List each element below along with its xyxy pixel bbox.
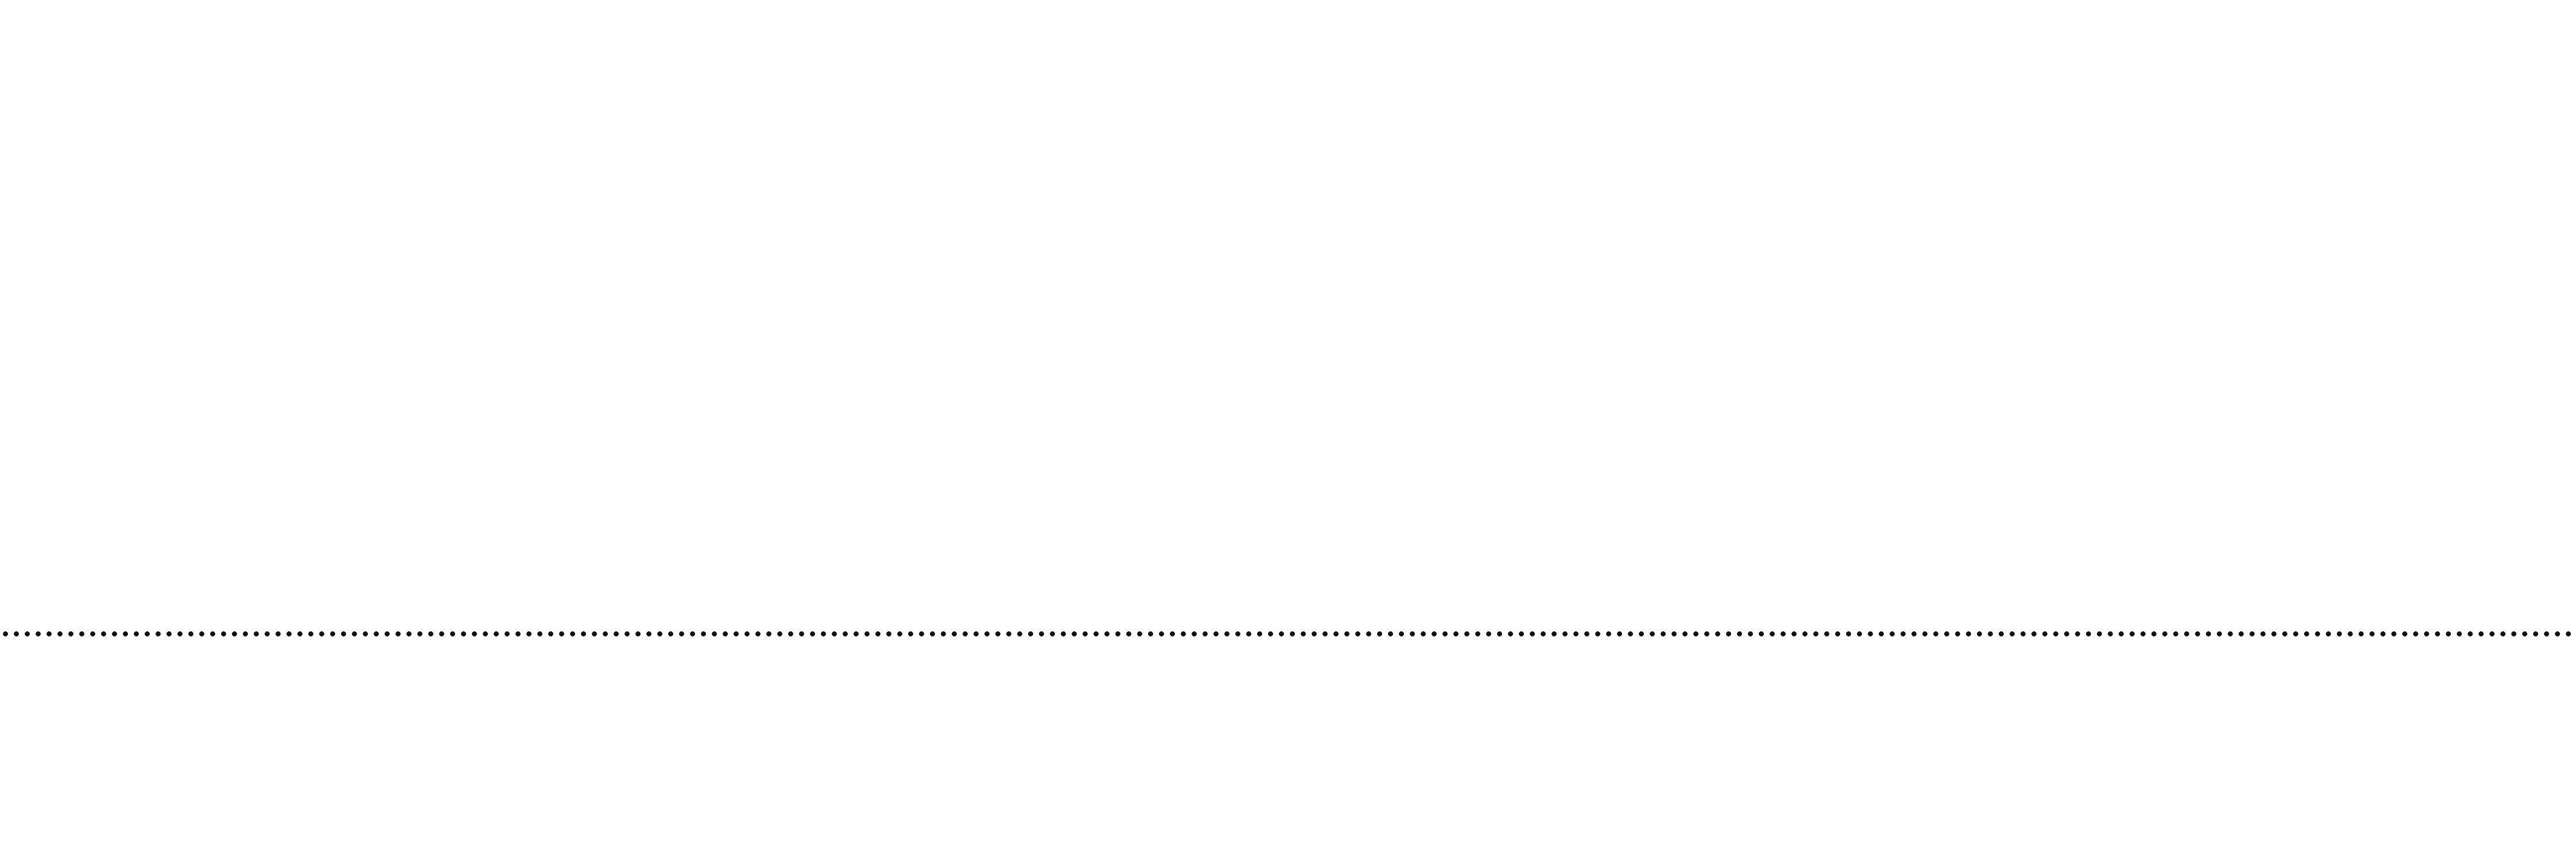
- horizontal-dotted-divider: [0, 631, 2576, 636]
